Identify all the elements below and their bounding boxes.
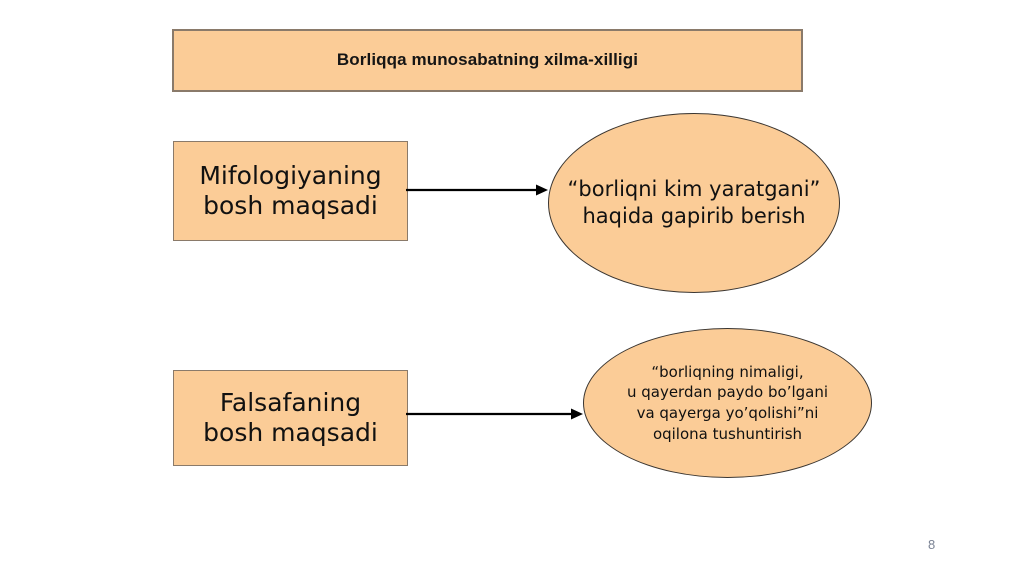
node-label: “borliqni kim yaratgani” haqida gapirib … [567, 176, 821, 228]
node-label: Mifologiyaning bosh maqsadi [199, 160, 382, 221]
slide-title-box: Borliqqa munosabatning xilma-xilligi [172, 29, 803, 92]
node-falsafa-ellipse[interactable]: “borliqning nimaligi, u qayerdan paydo b… [583, 328, 872, 478]
page-title: Borliqqa munosabatning xilma-xilligi [336, 50, 639, 70]
node-falsafa-box[interactable]: Falsafaning bosh maqsadi [173, 370, 408, 466]
node-label: Falsafaning bosh maqsadi [203, 387, 378, 448]
arrow-right-icon-mifologiya [406, 184, 548, 196]
page-number: 8 [928, 537, 936, 552]
arrow-right-icon-falsafa [406, 408, 583, 420]
node-mifologiya-box[interactable]: Mifologiyaning bosh maqsadi [173, 141, 408, 241]
node-label: “borliqning nimaligi, u qayerdan paydo b… [626, 362, 829, 443]
node-mifologiya-ellipse[interactable]: “borliqni kim yaratgani” haqida gapirib … [548, 113, 840, 293]
